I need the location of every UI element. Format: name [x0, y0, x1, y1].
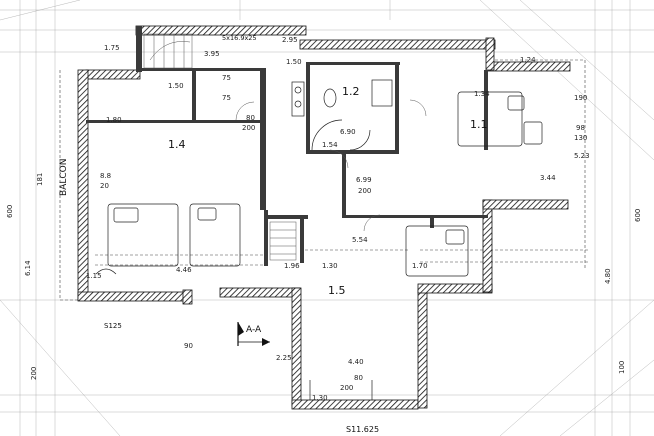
dimension-label: 1.70	[412, 262, 428, 270]
dimension-label: 1.50	[286, 58, 302, 66]
dimension-label: 4.46	[176, 266, 192, 274]
dimension-label: 200	[242, 124, 255, 132]
dimension-label: 190	[574, 94, 587, 102]
balcony-label: BALCON	[59, 159, 69, 196]
dimension-label: 75	[222, 74, 231, 82]
room-label-1-1: 1.1	[470, 118, 488, 131]
dimension-label: 4.40	[348, 358, 364, 366]
dimension-label: 6.99	[356, 176, 372, 184]
interior-walls	[86, 26, 488, 266]
dimension-label: 1.15	[86, 272, 102, 280]
stairs	[143, 33, 297, 261]
dimension-label: 1.30	[312, 394, 328, 402]
bottom-level: S11.625	[346, 425, 379, 434]
dimension-label: 6.14	[24, 260, 32, 276]
dimension-label: 2.25	[276, 354, 292, 362]
dimension-label: 600	[634, 209, 642, 222]
dimension-label: 90	[184, 342, 193, 350]
dimension-label: 200	[30, 367, 38, 380]
dimension-label: 5.54	[352, 236, 368, 244]
room-label-1-4: 1.4	[168, 138, 186, 151]
dimension-label: 80	[246, 114, 255, 122]
section-label: A-A	[246, 325, 262, 335]
dimension-label: 20	[100, 182, 109, 190]
dimension-label: 200	[340, 384, 353, 392]
furniture	[95, 79, 543, 400]
dimension-label: 1.54	[322, 141, 338, 149]
roof-outline	[59, 59, 590, 301]
dimension-label: 75	[222, 94, 231, 102]
dimension-label: 1.75	[104, 44, 120, 52]
dimension-label: 130	[574, 134, 587, 142]
dimension-label: 1.80	[106, 116, 122, 124]
dimension-label: 100	[618, 361, 626, 374]
dimension-label: 181	[36, 173, 44, 186]
bottom-left-level: S125	[104, 322, 122, 330]
dimension-label: 200	[358, 187, 371, 195]
dimension-label: 98	[576, 124, 585, 132]
exterior-walls	[77, 25, 571, 410]
dimension-label: 2.95	[282, 36, 298, 44]
dimension-label: 4.80	[604, 268, 612, 284]
room-label-1-5: 1.5	[328, 284, 346, 297]
dimension-label: 3.44	[540, 174, 556, 182]
section-marker	[237, 322, 270, 346]
dimension-label: 3.95	[204, 50, 220, 58]
dimension-label: 1.50	[168, 82, 184, 90]
doors	[235, 99, 427, 232]
stair-spec: 5x16.9x25	[222, 34, 257, 42]
room-label-1-2: 1.2	[342, 85, 360, 98]
dimension-label: 5.23	[574, 152, 590, 160]
dimension-label: 1.24	[520, 56, 536, 64]
dimension-label: 6.90	[340, 128, 356, 136]
dimension-label: 1.34	[474, 90, 490, 98]
dimension-label: 80	[354, 374, 363, 382]
dimension-label: 1.96	[284, 262, 300, 270]
dimension-label: 1.30	[322, 262, 338, 270]
dimension-label: 600	[6, 205, 14, 218]
dimension-label: 8.8	[100, 172, 111, 180]
